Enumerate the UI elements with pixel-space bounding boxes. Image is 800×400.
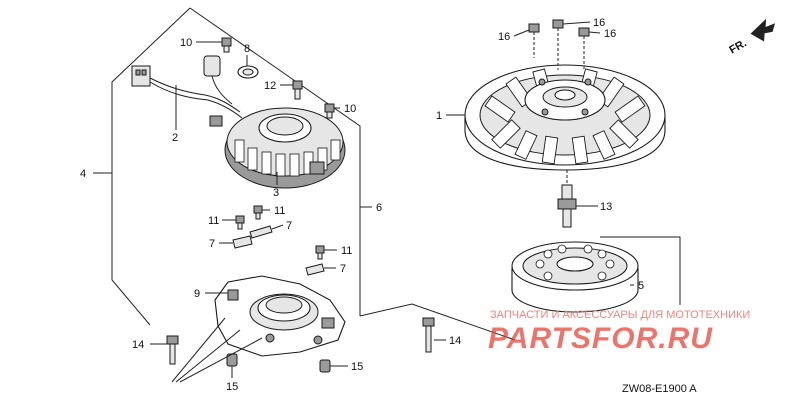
stator: [224, 107, 346, 189]
callout-10b: 10: [344, 103, 356, 115]
bolt-14a: [166, 335, 179, 365]
collar-15b: [319, 359, 331, 373]
callout-6: 6: [376, 202, 382, 214]
callout-8: 8: [244, 43, 250, 55]
callout-15a: 15: [226, 381, 238, 393]
kit-outline-4: [93, 7, 361, 326]
bracket-7a: [249, 225, 273, 239]
callout-16a: 16: [498, 31, 510, 43]
callout-11c: 11: [341, 245, 352, 257]
callout-16c: 16: [604, 28, 616, 40]
wire-clamp: [237, 65, 259, 79]
callout-7c: 7: [340, 263, 346, 275]
callout-7b: 7: [209, 238, 215, 250]
callout-10a: 10: [180, 37, 192, 49]
rotor: [511, 241, 639, 313]
kit-outline-6: [359, 206, 681, 341]
stator-base: [214, 275, 346, 357]
callout-11b: 11: [274, 205, 285, 217]
front-direction-arrow-icon: FR.: [727, 18, 776, 57]
callout-3: 3: [273, 187, 279, 199]
direction-label: FR.: [727, 37, 748, 56]
callout-1: 1: [436, 110, 442, 122]
watermark: ЗАПЧАСТИ И АКСЕССУАРЫ ДЛЯ МОТОТЕХНИКИ PA…: [488, 309, 750, 355]
flywheel-bolt-16b: [552, 19, 564, 70]
stud-bolt: [557, 170, 577, 228]
callout-5: 5: [638, 280, 644, 292]
wire-harness: [131, 55, 325, 175]
callout-14a: 14: [132, 339, 144, 351]
callout-16b: 16: [593, 17, 605, 29]
screw-11c: [315, 245, 325, 260]
bracket-7b: [232, 235, 253, 249]
callout-7a: 7: [286, 220, 292, 232]
flywheel: [464, 64, 666, 171]
callout-12: 12: [264, 80, 276, 92]
screw-10b: [324, 103, 335, 119]
callout-13: 13: [600, 201, 612, 213]
callout-labels: 1 2 3 4 5 6 7 7 7 8 9 10 10 11 11 11 12 …: [80, 17, 644, 393]
screw-11b: [253, 205, 263, 220]
callout-15b: 15: [351, 361, 363, 373]
watermark-subtitle: ЗАПЧАСТИ И АКСЕССУАРЫ ДЛЯ МОТОТЕХНИКИ: [490, 309, 750, 321]
bolt-14b: [422, 317, 435, 353]
callout-14b: 14: [449, 335, 461, 347]
bracket-7c: [305, 263, 325, 276]
callout-4: 4: [80, 168, 86, 180]
flywheel-bolt-16a: [528, 23, 540, 58]
diagram-code: ZW08-E1900 A: [622, 383, 697, 395]
watermark-brand: PARTSFOR.RU: [488, 322, 713, 355]
callout-9: 9: [194, 288, 200, 300]
callout-2: 2: [172, 132, 178, 144]
screw-11a: [235, 215, 245, 230]
leader-lines: [150, 21, 634, 383]
callout-11a: 11: [208, 215, 219, 227]
screw-10a: [221, 37, 232, 53]
flywheel-bolt-16c: [578, 27, 590, 70]
screw-12: [292, 80, 303, 100]
